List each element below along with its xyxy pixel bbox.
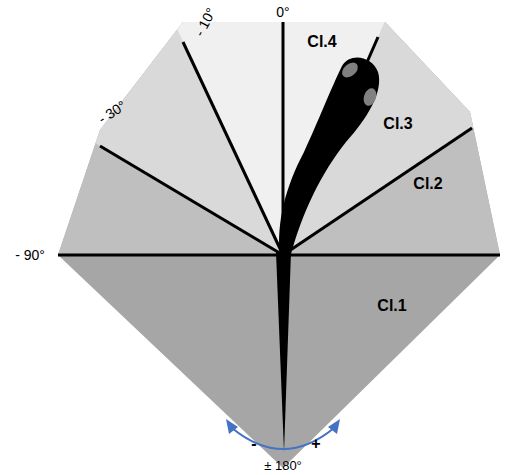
class-label: Cl.2 [413, 176, 442, 192]
class-label: Cl.1 [377, 298, 406, 314]
sign-label: + [311, 436, 320, 452]
class-label: Cl.4 [307, 34, 336, 50]
angle-label: - 90° [15, 248, 45, 262]
angle-label: ± 180° [264, 459, 302, 472]
fish-body [279, 57, 379, 258]
fish-tail [276, 252, 291, 452]
fish-eye [339, 60, 361, 81]
angle-line [100, 146, 283, 255]
class-label: Cl.3 [383, 116, 412, 132]
arrow-head [328, 419, 340, 434]
angle-lines [58, 22, 500, 255]
sign-label: - [251, 436, 256, 452]
angle-label: 0° [276, 5, 289, 19]
arrow-head [226, 419, 238, 434]
sector-class-4 [0, 0, 505, 255]
angle-line [183, 42, 283, 255]
fish-eye [361, 86, 378, 107]
